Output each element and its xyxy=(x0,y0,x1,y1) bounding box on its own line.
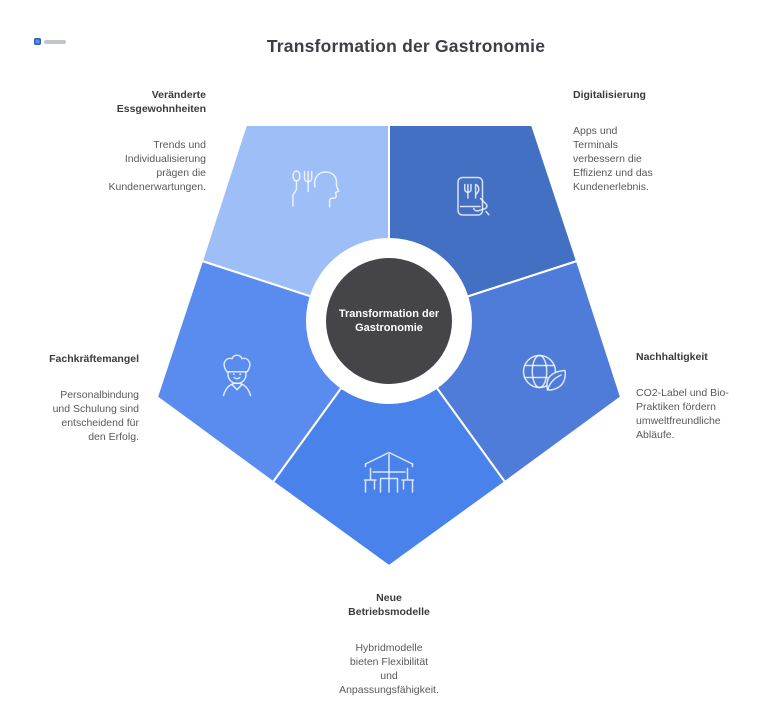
chef-icon xyxy=(222,354,252,397)
eating-habits-icon xyxy=(292,170,340,208)
chef-hat-shape xyxy=(223,354,251,373)
segment-title: Digitalisierung xyxy=(573,89,646,101)
globe-leaf-icon xyxy=(522,354,566,391)
text-block-fachkraeftemangel: Fachkräftemangel Personalbindung und Sch… xyxy=(17,338,139,458)
segment-description: Trends und Individualisierung prägen die… xyxy=(108,139,207,193)
brand-logo-icon xyxy=(34,38,41,45)
brand-logo-wordmark xyxy=(44,39,66,44)
segment-description: Personalbindung und Schulung sind entsch… xyxy=(52,389,139,443)
segment-description: Apps und Terminals verbessern die Effizi… xyxy=(573,125,653,193)
center-circle xyxy=(326,258,452,384)
segment-title: Nachhaltigkeit xyxy=(636,351,708,363)
segment-description: Hybridmodelle bieten Flexibilität und An… xyxy=(339,642,439,696)
digital-ordering-icon xyxy=(457,176,490,216)
center-label: Transformation der Gastronomie xyxy=(338,308,440,334)
segment-title: Veränderte Essgewohnheiten xyxy=(116,89,206,115)
terrace-table-icon xyxy=(363,451,415,493)
text-block-neue-betriebsmodelle: Neue Betriebsmodelle Hybridmodelle biete… xyxy=(322,577,456,711)
text-block-nachhaltigkeit: Nachhaltigkeit CO2-Label und Bio- Prakti… xyxy=(636,336,738,456)
segment-title: Neue Betriebsmodelle xyxy=(348,592,430,618)
page-title: Transformation der Gastronomie xyxy=(266,36,546,56)
brand-logo xyxy=(34,38,66,45)
text-block-veraenderte-essgewohnheiten: Veränderte Essgewohnheiten Trends und In… xyxy=(96,74,207,208)
text-block-digitalisierung: Digitalisierung Apps und Terminals verbe… xyxy=(573,74,673,208)
segment-title: Fachkräftemangel xyxy=(49,353,139,365)
segment-description: CO2-Label und Bio- Praktiken fördern umw… xyxy=(636,387,729,441)
